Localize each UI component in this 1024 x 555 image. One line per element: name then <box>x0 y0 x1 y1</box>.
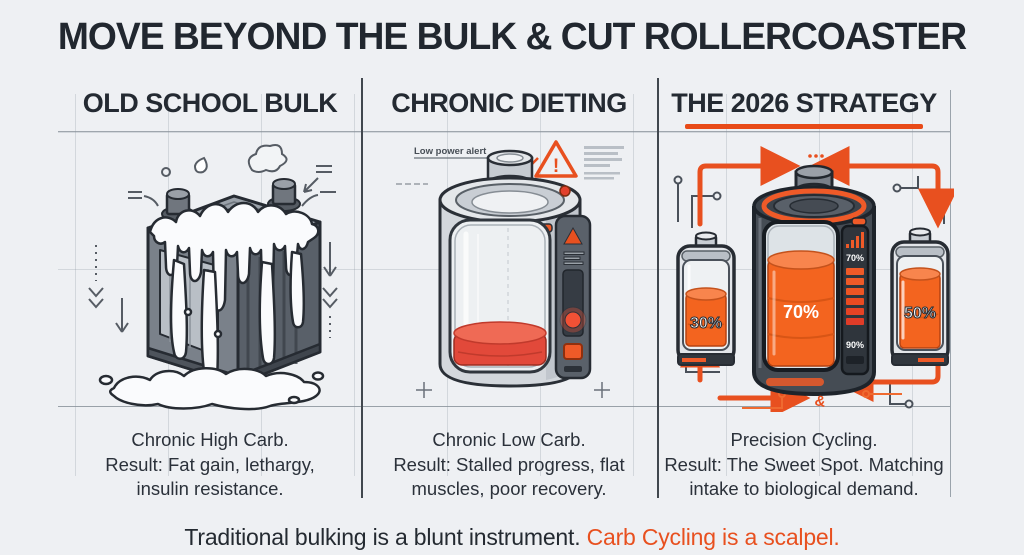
column-header-label: CHRONIC DIETING <box>391 88 627 118</box>
column-header-label: OLD SCHOOL BULK <box>82 88 338 118</box>
droplet-icon <box>193 156 208 174</box>
chevron-down-icon <box>322 287 338 309</box>
goo-puddle <box>109 367 321 411</box>
frame-line-top <box>58 131 950 132</box>
bubble-icon <box>161 167 171 177</box>
orange-fill <box>767 250 835 367</box>
arrow-down-icon <box>115 298 129 333</box>
warning-callout: ! <box>523 140 624 180</box>
pct-label: 30% <box>690 315 722 332</box>
battery-30: 30% <box>676 231 736 366</box>
svg-text:Low power alert: Low power alert <box>414 146 487 157</box>
header-underline <box>685 124 923 129</box>
column-header-2026-strategy: THE 2026 STRATEGY <box>658 88 950 129</box>
footer-tagline: Traditional bulking is a blunt instrumen… <box>0 524 1024 551</box>
arrow-top-left <box>697 146 801 227</box>
battery-50: 50% <box>890 227 950 366</box>
caption-line: Result: Fat gain, lethargy, <box>105 453 315 475</box>
caption-old-school-bulk: Chronic High Carb. Result: Fat gain, let… <box>60 428 360 502</box>
caption-chronic-dieting: Chronic Low Carb. Result: Stalled progre… <box>362 428 656 502</box>
base-glow <box>766 378 824 386</box>
sketch-doodles <box>88 144 338 338</box>
thin-circuit-orange <box>742 390 902 409</box>
side-control-panel <box>554 214 592 380</box>
charge-ladder <box>846 268 864 325</box>
old-school-bulk-illustration <box>88 144 338 411</box>
page-title: MOVE BEYOND THE BULK & CUT ROLLERCOASTER <box>57 16 967 58</box>
crosshair-marks <box>416 382 610 398</box>
column-header-label: THE 2026 STRATEGY <box>671 88 937 118</box>
column-divider-2 <box>657 78 659 498</box>
caption-line: Result: The Sweet Spot. Matching <box>664 453 944 475</box>
column-header-old-school-bulk: OLD SCHOOL BULK <box>60 88 360 119</box>
column-divider-1 <box>361 78 363 498</box>
caption-line: insulin resistance. <box>136 478 284 500</box>
goo-drip <box>169 258 189 360</box>
dash-doodle-right <box>301 191 336 207</box>
dash-doodle-left <box>128 191 159 207</box>
goo-bubble <box>183 307 193 317</box>
red-liquid-low <box>453 321 547 366</box>
caption-2026-strategy: Precision Cycling. Result: The Sweet Spo… <box>658 428 950 502</box>
annotation-text-lines <box>584 146 624 180</box>
column-header-chronic-dieting: CHRONIC DIETING <box>362 88 656 119</box>
chronic-dieting-illustration: Low power alert ! <box>396 140 624 398</box>
panel-pct-top: 70% <box>846 253 864 263</box>
arrow-down-icon <box>323 242 337 277</box>
arrow-bottom-right <box>833 337 941 402</box>
red-glow-light <box>564 311 582 329</box>
caption-line: Result: Stalled progress, flat <box>393 453 625 475</box>
warning-triangle-icon <box>563 226 583 245</box>
caption-line: muscles, poor recovery. <box>411 478 607 500</box>
signal-bars-icon <box>846 232 864 248</box>
arrow-doodle-right <box>303 165 332 193</box>
goo-drip <box>258 260 277 366</box>
svg-text:!: ! <box>553 156 559 177</box>
goo-drip <box>289 250 306 329</box>
battery-cylinder <box>438 149 592 388</box>
goo-droplet <box>98 374 114 386</box>
side-readout-panel: 70% 90% <box>840 224 870 376</box>
chevron-down-icon <box>88 287 104 309</box>
steam-icon <box>247 144 288 173</box>
footer-accent-text: Carb Cycling is a scalpel. <box>580 524 840 550</box>
frame-line-bottom <box>58 406 950 407</box>
footer-main-text: Traditional bulking is a blunt instrumen… <box>184 524 581 550</box>
right-edge-line <box>950 90 951 497</box>
orange-indicator <box>851 217 867 226</box>
battery-70: 70% 70% 90% <box>752 164 876 397</box>
caption-line: Precision Cycling. <box>730 429 878 450</box>
goo-droplet <box>287 395 301 405</box>
arrow-top-right <box>809 146 954 229</box>
goo-droplet <box>311 371 325 381</box>
arrow-dots <box>808 154 824 158</box>
cycle-arrows <box>680 146 954 412</box>
caption-line: Chronic High Carb. <box>131 429 289 450</box>
pct-label: 50% <box>904 305 936 322</box>
red-indicator-dot <box>559 185 571 197</box>
caption-line: Chronic Low Carb. <box>432 429 586 450</box>
pct-label: 70% <box>783 302 819 322</box>
orange-button <box>563 343 583 360</box>
goo-overflow <box>98 201 325 411</box>
strategy-illustration: 30% 50% 70% <box>673 146 954 412</box>
warning-triangle-icon <box>534 140 578 178</box>
cycle-glyph: & <box>813 392 827 411</box>
panel-pct-bottom: 90% <box>846 340 864 350</box>
caption-line: intake to biological demand. <box>689 478 919 500</box>
goo-bubble <box>213 329 223 339</box>
